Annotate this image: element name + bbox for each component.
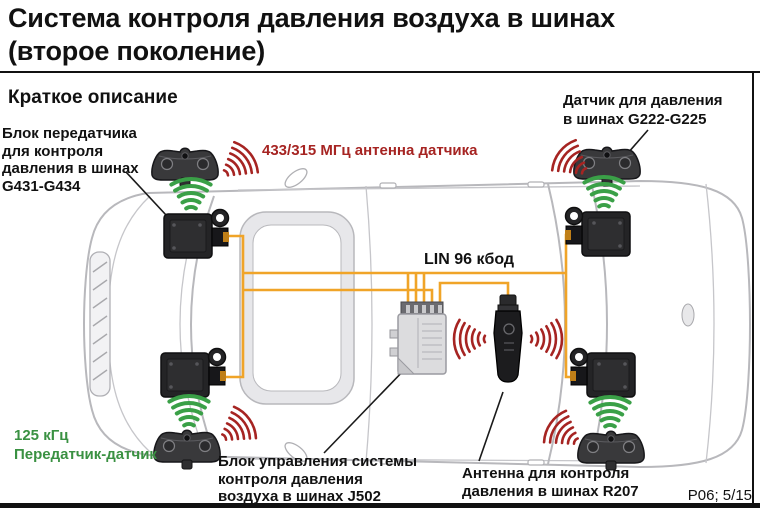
label-control-unit-j502: Блок управления системы контроля давлени… bbox=[218, 453, 418, 505]
red-wave-icon-front-right bbox=[211, 402, 262, 455]
bottom-page-border bbox=[0, 503, 760, 508]
wheel-module-front-right bbox=[160, 347, 227, 398]
door-handles bbox=[379, 181, 545, 466]
grille-hatching bbox=[92, 261, 108, 381]
wheel-module-rear-left bbox=[564, 206, 631, 257]
leader-control-unit bbox=[323, 366, 408, 454]
wheel-module-rear-right bbox=[569, 347, 636, 398]
page-title: Система контроля давления воздуха в шина… bbox=[8, 3, 615, 66]
tpms-sensor-rear-left bbox=[573, 146, 641, 187]
control-unit-j502 bbox=[389, 301, 447, 375]
car-outline-top-view bbox=[82, 168, 752, 469]
left-mirror bbox=[284, 168, 308, 188]
red-wave-icon-antenna-right bbox=[529, 318, 564, 360]
label-antenna-r207: Антенна для контроля давления в шинах R2… bbox=[462, 465, 639, 500]
title-underline bbox=[0, 71, 760, 73]
section-subtitle: Краткое описание bbox=[8, 87, 178, 108]
label-sensor-antenna-433-315: 433/315 МГц антенна датчика bbox=[262, 142, 478, 159]
page-reference: P06; 5/15 bbox=[687, 487, 752, 504]
green-wave-icon-rear-right bbox=[588, 394, 632, 429]
right-page-border bbox=[752, 72, 754, 508]
green-wave-icon-front-left bbox=[169, 176, 213, 211]
right-mirror bbox=[284, 442, 308, 462]
label-lin-bus: LIN 96 кбод bbox=[424, 251, 515, 268]
label-transmitter-block-g431: Блок передатчика для контроля давления в… bbox=[2, 125, 139, 195]
wheel-module-front-left bbox=[163, 208, 230, 259]
antenna-r207 bbox=[493, 294, 523, 383]
rear-emblem bbox=[681, 303, 695, 327]
sunroof-glass bbox=[252, 224, 342, 392]
red-wave-icon-antenna-left bbox=[452, 318, 487, 360]
tpms-sensor-front-right bbox=[153, 429, 221, 470]
red-wave-icon-front-left bbox=[212, 137, 264, 190]
label-tire-sensor-g222: Датчик для давления в шинах G222-G225 bbox=[563, 92, 723, 128]
leader-antenna bbox=[478, 391, 504, 462]
label-lf-transmitter-125khz: 125 кГц Передатчик-датчик bbox=[14, 427, 157, 463]
